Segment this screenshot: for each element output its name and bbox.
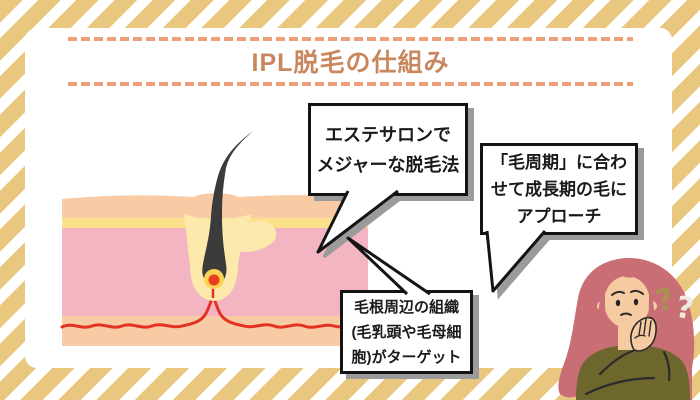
title-divider-bottom (68, 82, 633, 86)
woman-face-features (611, 289, 644, 316)
bubble-text-line: 毛根周辺の組織 (353, 298, 459, 316)
woman-sweater (576, 346, 690, 400)
bubble-text-line: (毛乳頭や毛母細 (351, 323, 462, 341)
bubble-text-line: 胞)がターゲット (351, 348, 462, 366)
woman-eye (615, 299, 621, 307)
bubble-text-line: せて成長期の毛に (491, 179, 627, 199)
bubble-text-line: エステサロンで (325, 124, 451, 145)
speech-bubble-hair-cycle: 「毛周期」に合わ せて成長期の毛に アプローチ (480, 143, 638, 235)
woman-finger-lines (634, 318, 652, 339)
title-divider-top (68, 37, 633, 41)
hair-shaft (202, 131, 253, 285)
page-title: IPL脱毛の仕組み (251, 49, 450, 77)
woman-eye (633, 298, 639, 306)
bubble-text-line: アプローチ (516, 206, 602, 226)
woman-bangs (601, 261, 653, 300)
woman-face (604, 276, 650, 328)
bubble-text-line: メジャーな脱毛法 (316, 154, 460, 175)
woman-arm-lines (584, 349, 671, 396)
speech-bubble-salon: エステサロンで メジャーな脱毛法 (308, 103, 468, 196)
speech-bubble-target: 毛根周辺の組織 (毛乳頭や毛母細 胞)がターゲット (340, 290, 473, 374)
dermal-papilla (208, 274, 220, 286)
bubble-text-line: 「毛周期」に合わ (491, 152, 627, 172)
sebaceous-gland (231, 221, 277, 253)
woman-hair-strand (592, 290, 607, 341)
